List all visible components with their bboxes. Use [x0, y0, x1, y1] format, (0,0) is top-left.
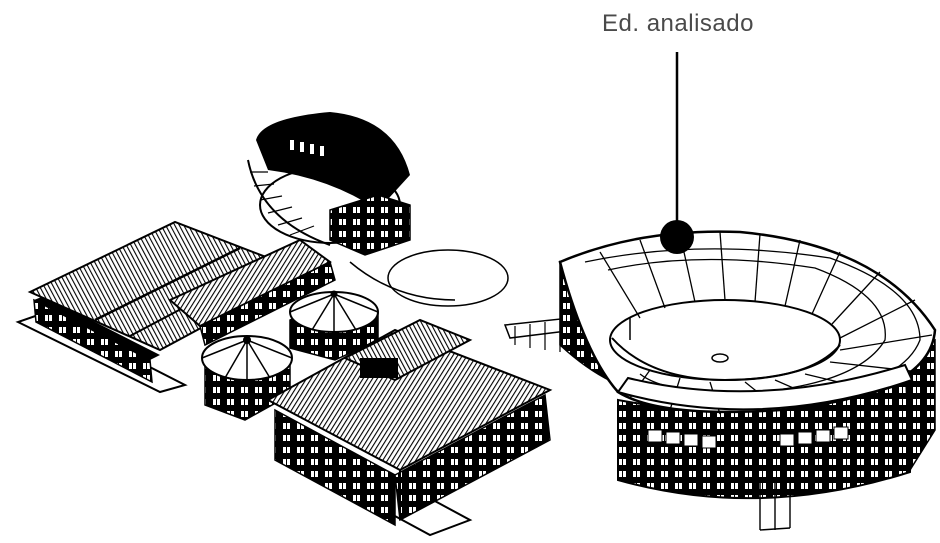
curved-roof-building	[247, 112, 411, 256]
analyzed-building-label: Ed. analisado	[602, 10, 754, 37]
octagonal-pavilion	[201, 335, 293, 421]
annotation-leader	[660, 52, 694, 254]
round-pavilion	[289, 290, 379, 361]
left-building-cluster	[15, 112, 553, 537]
leader-marker-dot	[660, 220, 694, 254]
plaza-ellipse	[387, 249, 509, 307]
analyzed-ring-building	[503, 230, 937, 531]
front-school-building	[265, 318, 553, 537]
